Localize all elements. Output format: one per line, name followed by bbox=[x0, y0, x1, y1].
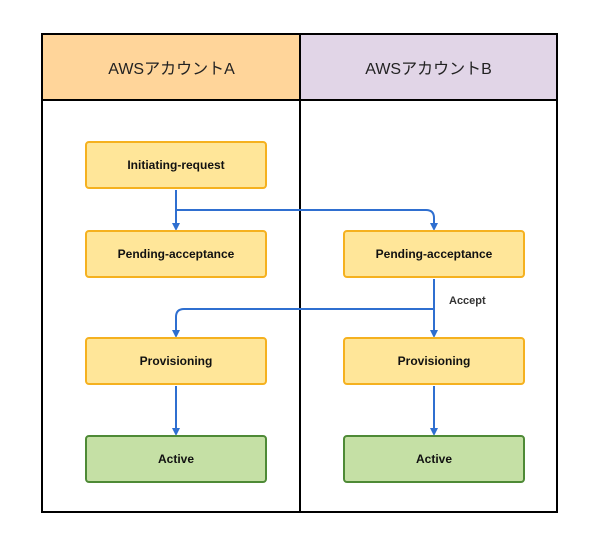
node-a-initiating-request[interactable]: Initiating-request bbox=[85, 141, 267, 189]
lane-title-account-b: AWSアカウントB bbox=[365, 61, 492, 78]
edge-label-accept: Accept bbox=[449, 295, 486, 307]
node-a-pending-acceptance[interactable]: Pending-acceptance bbox=[85, 230, 267, 278]
node-a-provisioning[interactable]: Provisioning bbox=[85, 337, 267, 385]
node-b-provisioning[interactable]: Provisioning bbox=[343, 337, 525, 385]
edge-b-pending-to-a-provisioning bbox=[172, 300, 435, 338]
lane-divider bbox=[299, 33, 301, 513]
lane-header-account-a: AWSアカウントA bbox=[41, 33, 300, 101]
node-b-active[interactable]: Active bbox=[343, 435, 525, 483]
node-b-pending-acceptance[interactable]: Pending-acceptance bbox=[343, 230, 525, 278]
node-a-active[interactable]: Active bbox=[85, 435, 267, 483]
lane-title-account-a: AWSアカウントA bbox=[108, 61, 235, 78]
edge-a-initiating-to-b-pending bbox=[175, 203, 438, 231]
